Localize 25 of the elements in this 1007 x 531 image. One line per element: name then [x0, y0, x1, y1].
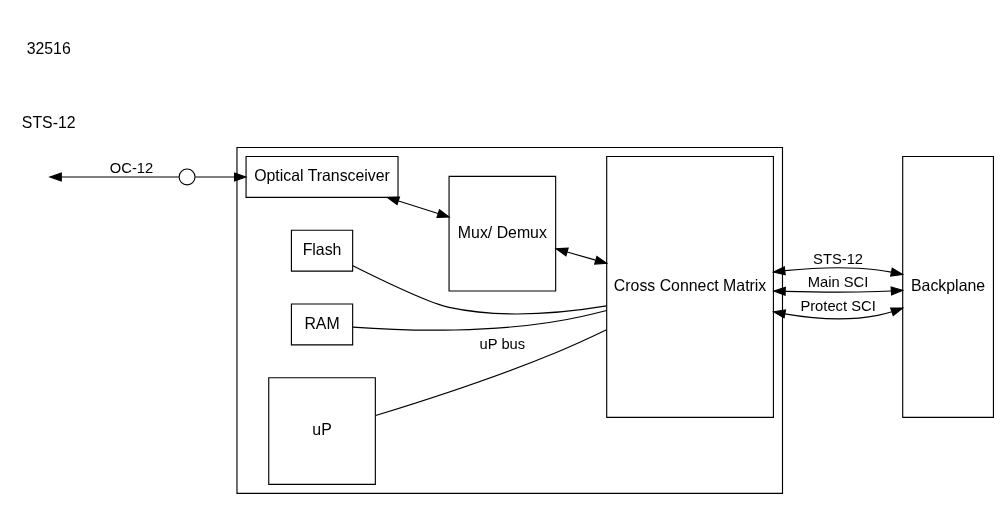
- node-box: RAM: [290, 302, 354, 345]
- node-box: Optical Transceiver: [245, 155, 399, 198]
- arrow: [48, 171, 180, 182]
- edge-label: STS-12: [813, 250, 864, 267]
- connector: [352, 264, 608, 314]
- node-circle: [178, 167, 196, 185]
- label: 32516: [26, 39, 71, 57]
- node-box: uP: [268, 376, 376, 485]
- arrow: [771, 306, 905, 319]
- node-box: Mux/ Demux: [448, 175, 557, 291]
- arrow: [772, 285, 905, 296]
- edge-label: Main SCI: [807, 273, 869, 290]
- arrow: [194, 171, 248, 182]
- edge-label: uP bus: [479, 335, 526, 352]
- arrow: [771, 265, 905, 277]
- node-box: Backplane: [902, 155, 994, 418]
- connector: [375, 328, 608, 416]
- edge-label: Protect SCI: [800, 297, 876, 314]
- arrow: [385, 196, 451, 218]
- node-box: Flash: [290, 229, 354, 272]
- label: STS-12: [21, 113, 76, 131]
- node-box: Cross Connect Matrix: [606, 155, 774, 418]
- arrow: [554, 247, 609, 265]
- edge-label: OC-12: [109, 159, 154, 176]
- connector: [352, 309, 608, 331]
